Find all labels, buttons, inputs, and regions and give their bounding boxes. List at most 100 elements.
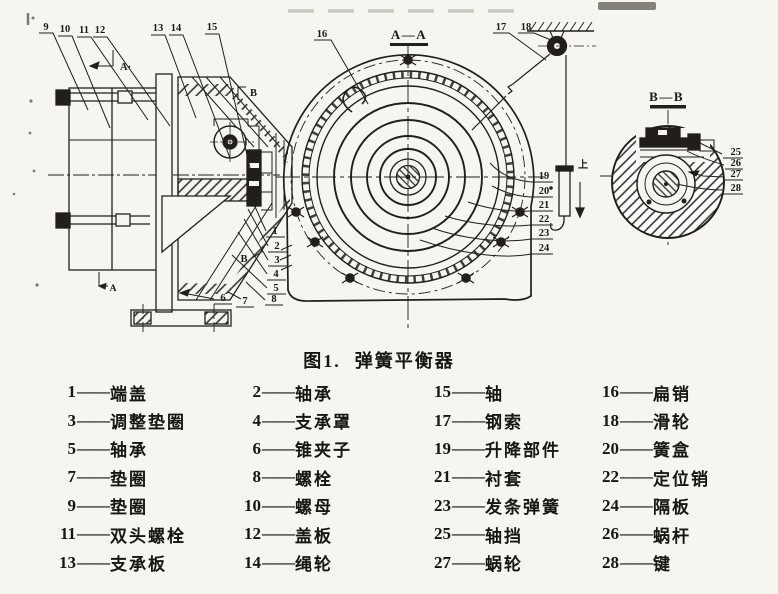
legend-item-dash: —— (620, 467, 653, 487)
section-label-aa: A—A (391, 27, 427, 42)
callout-5: 5 (273, 283, 278, 294)
bb-underline (650, 105, 686, 109)
figure-caption: 图1. 弹簧平衡器 (0, 347, 758, 373)
callout-21: 21 (539, 200, 550, 211)
callout-16: 16 (317, 29, 328, 40)
figure-title: 弹簧平衡器 (354, 351, 455, 371)
legend-item: 11——双头螺栓 (38, 522, 223, 547)
legend-item-number: 17 (434, 410, 451, 430)
legend-item: 13——支承板 (38, 550, 223, 575)
legend-item-name: 升降部件 (485, 441, 561, 461)
legend-item-name: 螺母 (295, 498, 333, 518)
legend-item-name: 盖板 (295, 526, 333, 546)
legend-item: 18——滑轮 (581, 408, 758, 433)
bb-detail-view (600, 110, 725, 248)
callout-13: 13 (153, 23, 164, 34)
legend-item: 28——键 (581, 550, 758, 575)
legend-item-dash: —— (620, 524, 653, 544)
legend-item-dash: —— (620, 410, 653, 430)
legend-item-name: 调整垫圈 (110, 413, 186, 433)
callout-2: 2 (274, 241, 279, 252)
legend-item-name: 端盖 (110, 384, 148, 404)
marker-a-section: A· (120, 62, 131, 73)
legend-item-number: 26 (602, 524, 619, 544)
legend-item-dash: —— (262, 438, 295, 458)
callout-26: 26 (731, 158, 742, 169)
legend-item-dash: —— (77, 552, 110, 572)
legend-item-number: 27 (434, 552, 451, 572)
legend-item: 27——蜗轮 (413, 550, 581, 575)
legend-item-dash: —— (452, 495, 485, 515)
legend-item: 2——轴承 (223, 380, 413, 405)
front-view-callouts (314, 32, 553, 257)
legend-item-name: 轴挡 (485, 526, 523, 546)
legend-item: 6——锥夹子 (223, 436, 413, 461)
legend-item: 24——隔板 (581, 493, 758, 518)
bb-view-callout-numbers: 25 26 27 28 B—B (649, 89, 741, 194)
figure-number: 图1. (303, 351, 341, 371)
legend-item-name: 扁销 (653, 384, 691, 404)
legend-item-name: 轴 (485, 384, 504, 404)
callout-8: 8 (271, 294, 276, 305)
legend-item-name: 轴承 (295, 384, 333, 404)
callout-25: 25 (731, 147, 742, 158)
legend-item: 16——扁销 (581, 380, 758, 405)
legend-item-dash: —— (77, 410, 110, 430)
callout-28: 28 (731, 183, 742, 194)
legend-item-dash: —— (262, 495, 295, 515)
legend-item-name: 轴承 (110, 441, 148, 461)
legend-item-number: 8 (252, 467, 262, 487)
callout-4: 4 (273, 269, 279, 280)
legend-item-name: 衬套 (485, 469, 523, 489)
callout-1: 1 (272, 226, 277, 237)
callout-14: 14 (171, 23, 182, 34)
marker-b-section: B (250, 88, 257, 99)
callout-22: 22 (539, 214, 550, 225)
legend-item-number: 7 (67, 467, 77, 487)
callout-7: 7 (242, 296, 247, 307)
legend-item: 9——垫圈 (38, 493, 223, 518)
legend-item-dash: —— (452, 552, 485, 572)
callout-24: 24 (539, 243, 550, 254)
legend-item-number: 2 (252, 382, 262, 402)
callout-23: 23 (539, 228, 550, 239)
legend-item-dash: —— (452, 524, 485, 544)
legend-item-name: 定位销 (653, 469, 710, 489)
side-view-callout-numbers: 9 10 11 12 13 14 15 1 2 3 4 5 6 7 8 A· B… (43, 22, 279, 307)
callout-17: 17 (496, 22, 507, 33)
legend-item-name: 滑轮 (653, 413, 691, 433)
technical-drawing: 9 10 11 12 13 14 15 1 2 3 4 5 6 7 8 A· B… (12, 2, 743, 334)
callout-19: 19 (539, 171, 550, 182)
callout-20: 20 (539, 186, 550, 197)
legend-item-dash: —— (452, 467, 485, 487)
side-view-callouts (39, 32, 287, 308)
legend-item: 5——轴承 (38, 436, 223, 461)
bb-view-callouts (676, 142, 743, 195)
legend-item-dash: —— (262, 552, 295, 572)
legend-item-number: 25 (434, 524, 451, 544)
legend-item-name: 发条弹簧 (485, 498, 561, 518)
legend-item-dash: —— (452, 382, 485, 402)
legend-item: 4——支承罩 (223, 408, 413, 433)
legend-item: 8——螺栓 (223, 465, 413, 490)
front-view-callout-numbers: 16 17 18 19 20 21 22 23 24 A—A 上 (317, 22, 588, 254)
legend-item: 22——定位销 (581, 465, 758, 490)
legend-item-name: 锥夹子 (295, 441, 352, 461)
callout-10: 10 (60, 24, 71, 35)
legend-item: 14——绳轮 (223, 550, 413, 575)
callout-9: 9 (43, 22, 48, 33)
marker-up: 上 (578, 158, 588, 171)
legend-item-number: 15 (434, 382, 451, 402)
legend-item: 26——蜗杆 (581, 522, 758, 547)
callout-12: 12 (95, 25, 106, 36)
legend-item-name: 支承板 (110, 555, 167, 575)
legend-item-dash: —— (620, 552, 653, 572)
legend-item-number: 9 (67, 495, 77, 515)
legend-item-dash: —— (77, 524, 110, 544)
legend-item-dash: —— (620, 495, 653, 515)
legend-item-name: 蜗轮 (485, 555, 523, 575)
legend-item-number: 21 (434, 467, 451, 487)
marker-a-bottom: A (110, 284, 117, 294)
legend-item-number: 22 (602, 467, 619, 487)
legend-item: 21——衬套 (413, 465, 581, 490)
